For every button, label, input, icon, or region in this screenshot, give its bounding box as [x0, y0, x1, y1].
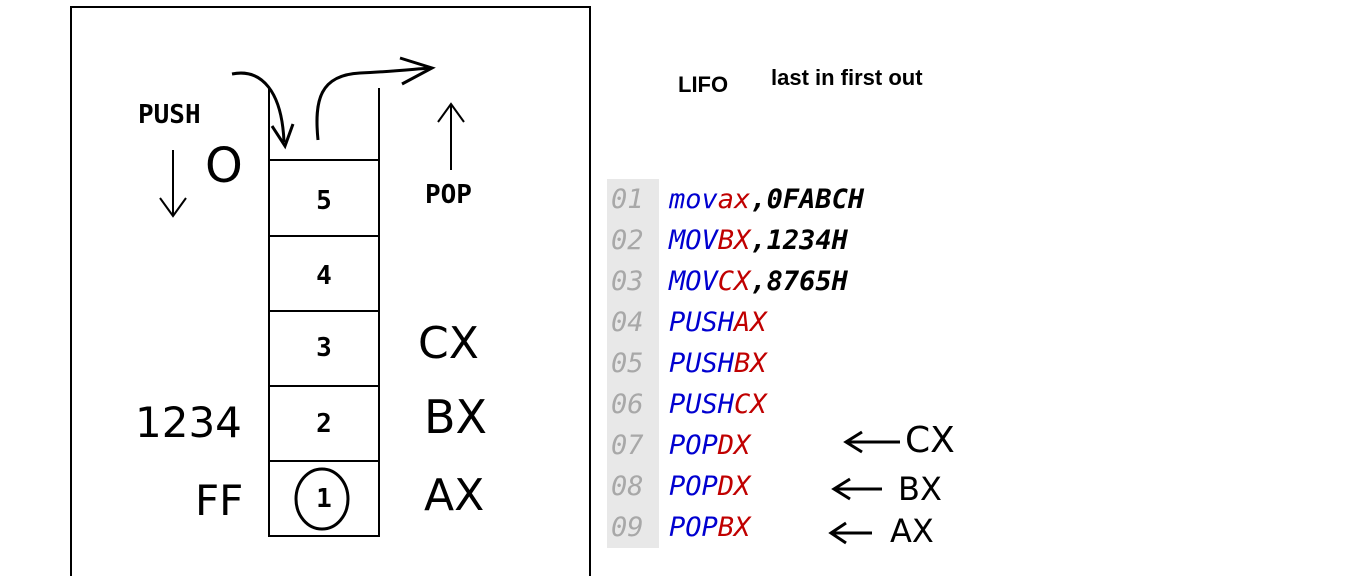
note-bx: BX [424, 390, 488, 444]
opcode: POP [669, 512, 718, 543]
handwritten-zero: O [205, 138, 243, 194]
lifo-description: last in first out [771, 65, 923, 90]
code-line: 09 POP BX [607, 507, 864, 548]
stack-slot-4: 4 [316, 260, 332, 291]
register: ax [717, 184, 751, 215]
line-number: 09 [607, 507, 659, 548]
separator: , [750, 266, 767, 297]
line-number: 07 [607, 425, 659, 466]
lifo-heading: LIFO [678, 72, 729, 97]
stack-slot-2: 2 [316, 408, 332, 439]
code-line: 07 POP DX [607, 425, 864, 466]
separator: , [750, 225, 767, 256]
line-number: 03 [607, 261, 659, 302]
opcode: POP [669, 471, 718, 502]
register: BX [717, 225, 751, 256]
line-number: 01 [607, 179, 659, 220]
register: AX [734, 307, 767, 338]
register: CX [717, 266, 751, 297]
push-label: PUSH [138, 100, 201, 130]
opcode: MOV [669, 225, 718, 256]
note-cx: CX [418, 318, 479, 369]
immediate-value: 8765H [766, 266, 848, 297]
code-line: 02 MOV BX, 1234H [607, 220, 864, 261]
opcode: PUSH [669, 307, 735, 338]
line-number: 04 [607, 302, 659, 343]
annotation-bx: BX [898, 470, 942, 508]
register: DX [717, 471, 751, 502]
opcode: PUSH [669, 348, 735, 379]
note-ax: AX [424, 470, 485, 521]
opcode: PUSH [669, 389, 735, 420]
code-line: 06 PUSH CX [607, 384, 864, 425]
note-ff: FF [195, 476, 244, 525]
line-number: 06 [607, 384, 659, 425]
register: BX [734, 348, 767, 379]
line-number: 05 [607, 343, 659, 384]
code-line: 08 POP DX [607, 466, 864, 507]
separator: , [750, 184, 767, 215]
note-1234: 1234 [135, 398, 242, 447]
line-number: 02 [607, 220, 659, 261]
code-line: 03 MOV CX, 8765H [607, 261, 864, 302]
annotation-cx: CX [905, 420, 955, 461]
annotation-ax: AX [890, 512, 934, 550]
line-number: 08 [607, 466, 659, 507]
code-line: 05 PUSH BX [607, 343, 864, 384]
code-line: 04 PUSH AX [607, 302, 864, 343]
immediate-value: 0FABCH [766, 184, 865, 215]
stack-slot-5: 5 [316, 185, 332, 216]
code-line: 01 mov ax, 0FABCH [607, 179, 864, 220]
register: BX [717, 512, 751, 543]
stack-slot-1: 1 [316, 483, 332, 514]
register: DX [717, 430, 751, 461]
immediate-value: 1234H [766, 225, 848, 256]
opcode: mov [669, 184, 718, 215]
pop-label: POP [425, 180, 472, 210]
opcode: POP [669, 430, 718, 461]
stack-diagram-frame [70, 6, 591, 576]
register: CX [734, 389, 767, 420]
opcode: MOV [669, 266, 718, 297]
stack-slot-3: 3 [316, 332, 332, 363]
